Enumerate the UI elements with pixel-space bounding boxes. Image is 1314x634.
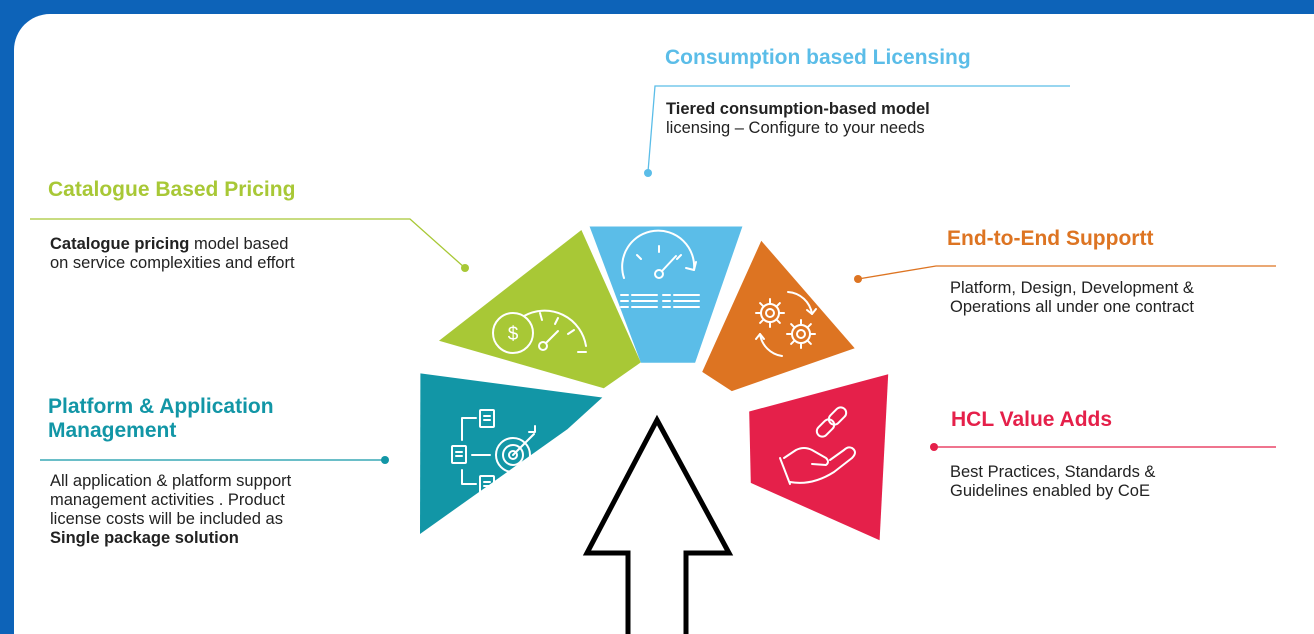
connector-support bbox=[857, 265, 1276, 280]
consumption-description-bold: Tiered consumption-based model bbox=[666, 100, 930, 118]
speedometer-icon bbox=[620, 229, 700, 308]
platform-description-text: All application & platform support manag… bbox=[50, 472, 292, 528]
support-description: Platform, Design, Development & Operatio… bbox=[950, 279, 1194, 316]
consumption-title: Consumption based Licensing bbox=[665, 46, 971, 69]
gears-icon bbox=[755, 291, 817, 357]
up-arrow-icon bbox=[582, 414, 734, 634]
dollar-gauge-icon: $ bbox=[492, 309, 587, 354]
svg-text:$: $ bbox=[508, 324, 519, 345]
connector-dot-catalogue bbox=[461, 264, 469, 272]
connector-consumption bbox=[647, 85, 1070, 173]
value-title: HCL Value Adds bbox=[951, 408, 1113, 431]
connector-catalogue bbox=[30, 218, 466, 269]
catalogue-description-text: model based on service complexities and … bbox=[50, 235, 295, 272]
segment-catalogue bbox=[439, 230, 641, 389]
connector-dot-value bbox=[930, 443, 938, 451]
catalogue-title: Catalogue Based Pricing bbox=[48, 178, 296, 201]
catalogue-description: Catalogue pricing model based on service… bbox=[50, 235, 300, 273]
value-description: Best Practices, Standards & Guidelines e… bbox=[950, 463, 1156, 500]
support-title: End-to-End Supportt bbox=[947, 227, 1154, 250]
connector-dot-consumption bbox=[644, 169, 652, 177]
connector-dot-platform bbox=[381, 456, 389, 464]
catalogue-description-bold: Catalogue pricing bbox=[50, 235, 190, 253]
segment-platform bbox=[420, 373, 603, 534]
hand-link-icon bbox=[779, 406, 856, 485]
consumption-description-text: licensing – Configure to your needs bbox=[666, 119, 925, 137]
consumption-description: Tiered consumption-based model licensing… bbox=[666, 100, 971, 138]
platform-description: All application & platform support manag… bbox=[50, 472, 332, 548]
connector-dot-support bbox=[854, 275, 862, 283]
target-docs-icon bbox=[451, 409, 536, 494]
platform-title: Platform & Application Management bbox=[48, 395, 274, 442]
segment-value bbox=[749, 374, 889, 541]
platform-description-bold: Single package solution bbox=[50, 529, 239, 547]
